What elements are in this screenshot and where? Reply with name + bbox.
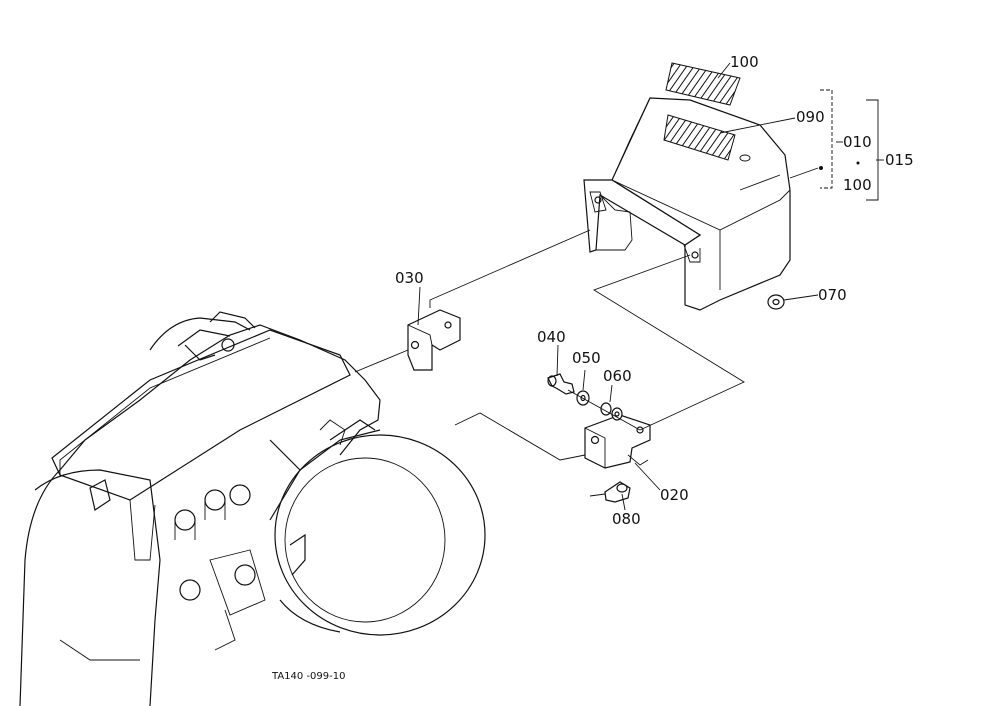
part-label-040: 040 (537, 328, 566, 346)
decal-part-100 (665, 62, 741, 106)
diagram-code: TA140 -099-10 (271, 671, 345, 682)
bolt-part-040 (547, 373, 575, 395)
washer-part-060 (600, 402, 623, 421)
set-brackets (819, 89, 879, 201)
part-label-100-top: 100 (730, 53, 759, 71)
bracket-part-020 (584, 414, 651, 469)
leader-lines (417, 62, 884, 511)
part-label-080: 080 (612, 510, 641, 528)
part-label-050: 050 (572, 349, 601, 367)
part-label-100-side: 100 (843, 176, 872, 194)
bolt-part-080 (604, 481, 631, 503)
part-label-090: 090 (796, 108, 825, 126)
part-label-010: 010 (843, 133, 872, 151)
part-label-070: 070 (818, 286, 847, 304)
part-label-020: 020 (660, 486, 689, 504)
assembly-lines (354, 229, 745, 497)
part-label-060: 060 (603, 367, 632, 385)
engine-cover-part (583, 97, 791, 311)
engine-assembly (19, 311, 486, 706)
part-label-030: 030 (395, 269, 424, 287)
nut-part-070 (767, 294, 785, 310)
bracket-part-030 (407, 309, 461, 371)
part-label-015: 015 (885, 151, 914, 169)
